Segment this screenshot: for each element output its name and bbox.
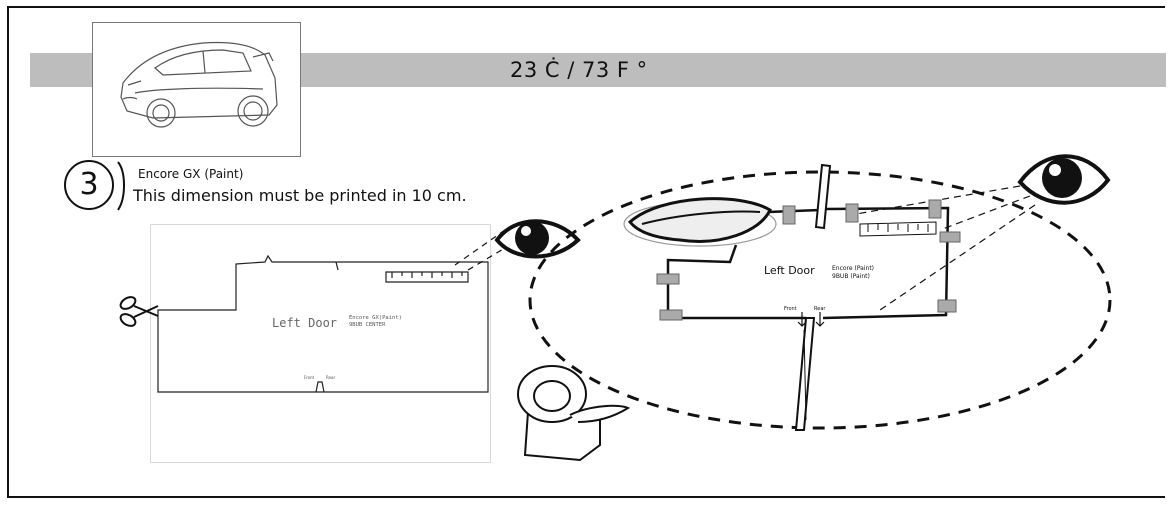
temperature-text: 23 Ċ / 73 F ° (510, 58, 648, 82)
detail-spec-line1: Encore (Paint) (832, 265, 875, 272)
template-rear-label: Rear (326, 375, 336, 380)
car-thumbnail (92, 22, 301, 157)
scissors-icon (119, 296, 159, 327)
tape-dispenser-icon (517, 365, 631, 462)
template-outline (157, 254, 489, 393)
detail-spec-line2: 9BUB (Paint) (832, 273, 870, 280)
eye-icon (494, 219, 581, 259)
template-spec-line1: Encore GX(Paint) (349, 315, 402, 321)
side-mirror (623, 197, 777, 247)
template-part-label: Left Door (272, 316, 338, 330)
print-template-sheet (150, 224, 491, 463)
tape-strip-bottom (794, 317, 816, 431)
tape-strip-top (814, 163, 832, 230)
tape-pieces (656, 199, 961, 321)
eye-icon (1017, 154, 1111, 205)
page-frame (7, 6, 1165, 498)
detail-rear-label: Rear (814, 306, 826, 312)
detail-part-label: Left Door (764, 264, 815, 277)
detail-front-label: Front (784, 306, 797, 312)
car-thumbnail-icon (120, 41, 278, 128)
template-front-label: Front (304, 375, 315, 380)
template-spec-line2: 9BUB CENTER (349, 322, 386, 328)
product-name: Encore GX (Paint) (138, 167, 244, 181)
print-instruction: This dimension must be printed in 10 cm. (133, 186, 467, 205)
step-number-badge: 3 (64, 160, 114, 210)
